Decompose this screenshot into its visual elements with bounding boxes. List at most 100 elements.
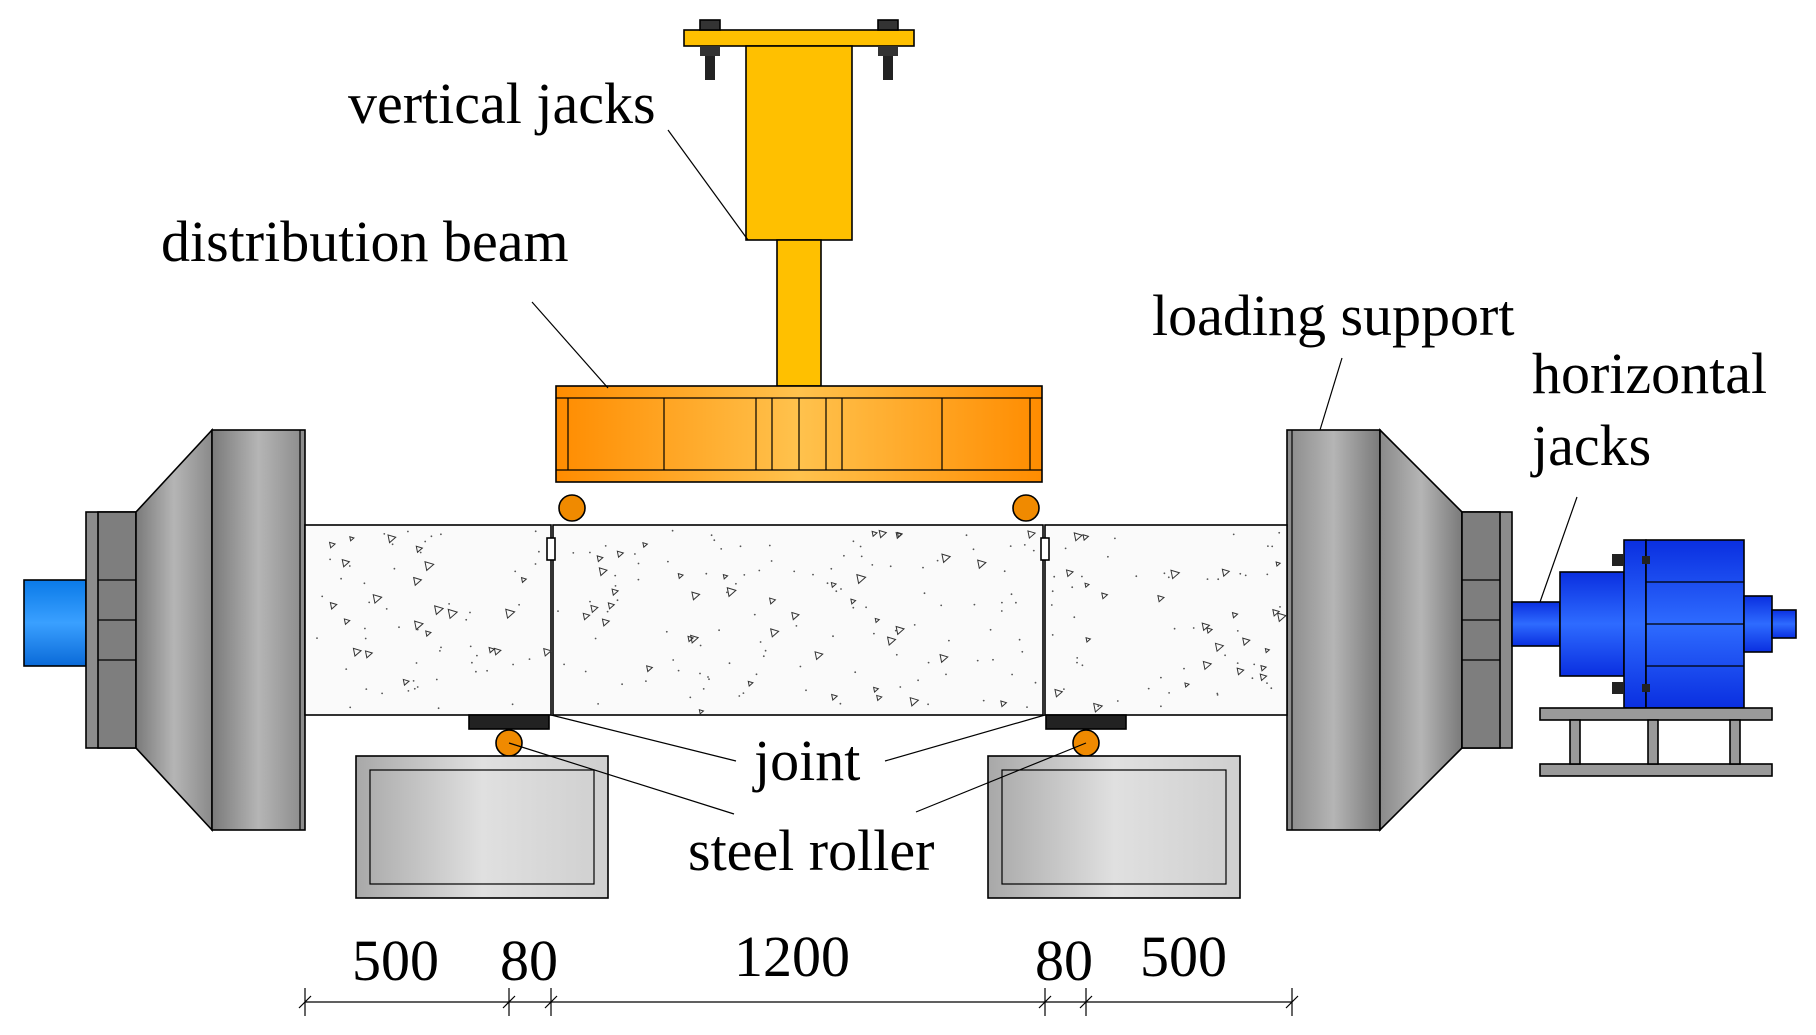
aggregate-dot [368,601,371,604]
aggregate-dot [538,550,540,553]
label-vertical-jacks: vertical jacks [348,71,656,136]
aggregate-dot [699,644,702,647]
aggregate-mark [387,534,397,544]
aggregate-dot [589,600,591,603]
aggregate-dot [645,680,647,682]
aggregate-dot [1064,547,1067,550]
aggregate-dot [363,582,366,585]
aggregate-dot [1011,673,1013,676]
aggregate-dot [1076,657,1079,659]
dimension-80-left: 80 [500,928,558,993]
aggregate-dot [514,570,517,573]
aggregate-dot [708,678,710,681]
aggregate-dot [616,599,619,602]
bearing-pad-left [468,714,550,730]
aggregate-dot [614,585,617,587]
aggregate-dot [634,553,636,555]
aggregate-mark [447,608,459,620]
aggregate-dot [1173,627,1176,630]
aggregate-mark [1027,530,1037,540]
left-loading-support [23,427,306,833]
aggregate-dot [348,565,351,567]
aggregate-mark [1065,569,1075,578]
aggregate-dot [671,529,674,532]
aggregate-dot [469,645,472,648]
jack-piston [776,239,822,387]
aggregate-dot [1168,692,1170,694]
concrete-segment-right [1044,524,1288,716]
aggregate-mark [1202,660,1213,671]
aggregate-dot [1160,705,1162,708]
aggregate-mark [1221,568,1231,578]
aggregate-mark [1000,700,1008,708]
aggregate-dot [735,582,737,585]
aggregate-mark [1170,569,1181,580]
aggregate-mark [328,541,337,549]
aggregate-mark [645,665,654,673]
aggregate-dot [965,534,968,537]
aggregate-mark [726,587,737,598]
aggregate-dot [1216,692,1219,695]
aggregate-mark [909,696,920,707]
aggregate-dot [518,603,520,606]
aggregate-dot [381,692,383,695]
aggregate-mark [1276,612,1287,623]
aggregate-mark [415,545,424,554]
aggregate-dot [597,703,599,705]
aggregate-dot [940,604,943,607]
horizontal-jack [1511,539,1797,777]
jack-top-plate [683,29,915,47]
aggregate-dot [702,688,705,690]
aggregate-dot [594,637,597,640]
aggregate-mark [768,597,777,605]
aggregate-dot [805,689,807,692]
beam-roller-right [1012,494,1040,522]
aggregate-dot [759,641,762,643]
aggregate-dot [1251,677,1254,680]
aggregate-dot [637,578,640,581]
aggregate-dot [755,673,758,676]
aggregate-mark [372,593,383,605]
aggregate-dot [557,610,559,612]
aggregate-mark [1275,561,1282,568]
aggregate-dot [329,558,331,561]
aggregate-dot [689,696,692,699]
aggregate-mark [747,680,754,687]
aggregate-dot [415,662,418,664]
aggregate-dot [528,658,531,660]
aggregate-dot [364,637,367,640]
aggregate-dot [1076,661,1078,664]
aggregate-mark [616,550,625,559]
label-horizontal-jacks-line2: jacks [1530,413,1651,478]
dimension-80-right: 80 [1035,928,1093,993]
aggregate-dot [1107,555,1109,558]
aggregate-mark [1082,534,1090,542]
leader-lines [508,129,1578,815]
aggregate-dot [1236,662,1239,664]
label-joint: joint [752,728,860,793]
base-block-left [355,755,609,899]
aggregate-dot [795,625,798,627]
aggregate-dot [1097,705,1100,708]
aggregate-mark [698,709,705,715]
aggregate-dot [860,555,863,558]
aggregate-dot [476,654,478,657]
aggregate-mark [582,612,591,621]
aggregate-dot [1270,687,1273,690]
aggregate-mark [424,560,435,572]
aggregate-dot [894,629,897,632]
aggregate-dot [753,613,756,616]
aggregate-dot [1063,688,1065,690]
jack-bolt-left [699,19,721,80]
aggregate-dot [345,668,348,670]
aggregate-dot [512,663,514,666]
aggregate-mark [830,581,838,589]
aggregate-dot [728,662,731,665]
aggregate-mark [352,647,363,658]
aggregate-dot [391,543,394,546]
aggregate-dot [672,659,675,661]
aggregate-dot [435,678,438,681]
aggregate-dot [726,591,728,594]
aggregate-mark [1085,636,1092,643]
